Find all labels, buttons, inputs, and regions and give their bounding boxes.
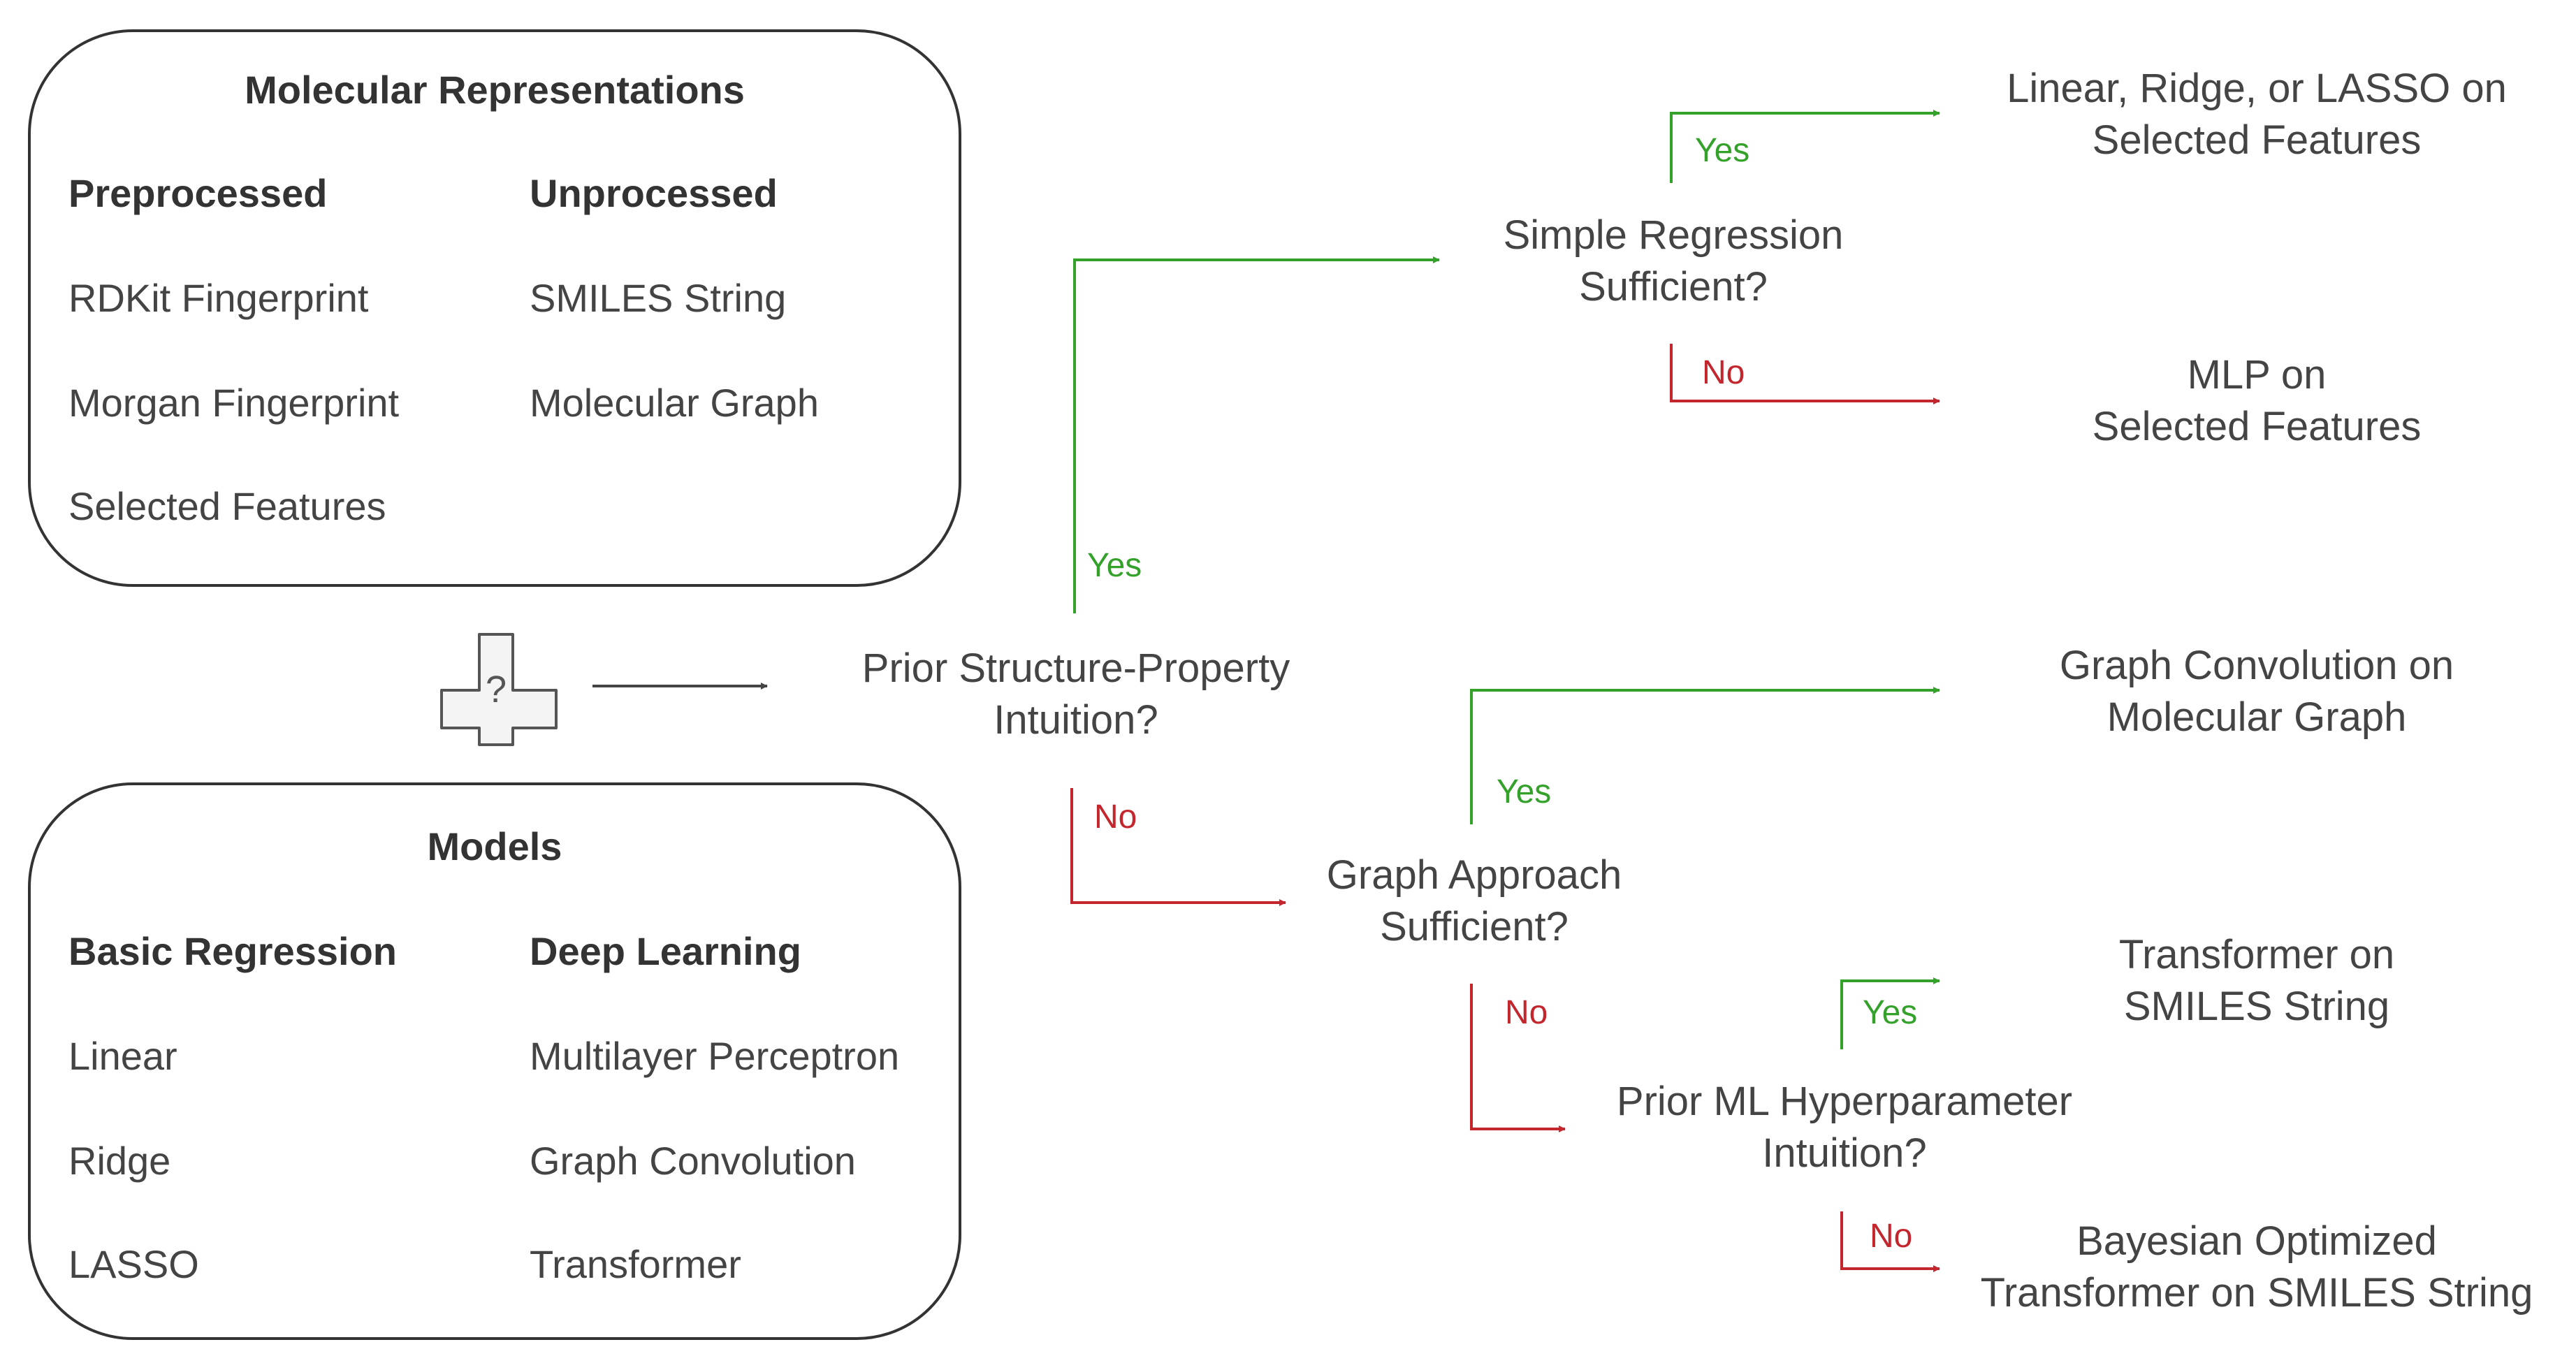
representations-title: Molecular Representations (245, 68, 745, 112)
outcome-line: Graph Convolution on (2059, 643, 2454, 688)
decision-prior-structure: Prior Structure-Property Intuition? (796, 643, 1355, 746)
outcome-transformer: Transformer on SMILES String (1949, 929, 2564, 1033)
decision-line: Sufficient? (1579, 264, 1768, 309)
arrow-graph-approach-no (1470, 984, 1566, 1132)
models-panel (28, 782, 961, 1340)
combine-plus-icon (440, 633, 558, 746)
edge-label-no: No (1702, 354, 1745, 391)
outcome-line: SMILES String (2123, 984, 2390, 1029)
representation-item: Morgan Fingerprint (68, 381, 400, 425)
outcome-line: Selected Features (2092, 117, 2422, 163)
outcome-line: Bayesian Optimized (2076, 1218, 2437, 1264)
preprocessed-heading: Preprocessed (68, 171, 328, 215)
arrow-simple-regression-no (1670, 344, 1940, 404)
arrow-prior-structure-no (1070, 788, 1286, 906)
outcome-line: Transformer on SMILES String (1980, 1270, 2533, 1315)
decision-prior-ml: Prior ML Hyperparameter Intuition? (1565, 1076, 2124, 1179)
representation-item: Selected Features (68, 484, 386, 528)
decision-line: Intuition? (1762, 1130, 1927, 1176)
representations-panel (28, 29, 961, 587)
outcome-line: Linear, Ridge, or LASSO on (2007, 66, 2507, 111)
edge-label-yes: Yes (1863, 994, 1918, 1031)
outcome-graph-convolution: Graph Convolution on Molecular Graph (1949, 640, 2564, 743)
decision-line: Prior Structure-Property (861, 646, 1290, 691)
outcome-line: Molecular Graph (2106, 694, 2407, 740)
arrow-simple-regression-yes (1670, 110, 1940, 183)
arrow-graph-approach-yes (1470, 687, 1940, 824)
unprocessed-heading: Unprocessed (530, 171, 778, 215)
decision-line: Intuition? (994, 697, 1158, 743)
arrow-prior-ml-yes (1840, 977, 1940, 1049)
edge-label-yes: Yes (1497, 773, 1552, 810)
edge-label-no: No (1505, 994, 1548, 1031)
outcome-bayesian-transformer: Bayesian Optimized Transformer on SMILES… (1949, 1216, 2564, 1319)
decision-line: Sufficient? (1380, 904, 1569, 949)
outcome-line: Transformer on (2118, 932, 2395, 977)
model-item: Linear (68, 1034, 177, 1078)
outcome-line: Selected Features (2092, 404, 2422, 449)
edge-label-no: No (1094, 799, 1137, 836)
arrow-prior-structure-yes (1073, 256, 1440, 613)
representation-item: Molecular Graph (530, 381, 819, 425)
model-item: LASSO (68, 1242, 199, 1286)
outcome-linear-ridge-lasso: Linear, Ridge, or LASSO on Selected Feat… (1949, 63, 2564, 166)
models-title: Models (427, 824, 562, 868)
outcome-mlp: MLP on Selected Features (1949, 349, 2564, 453)
arrow-prior-ml-no (1840, 1211, 1940, 1272)
edge-label-yes: Yes (1087, 547, 1142, 584)
edge-label-yes: Yes (1695, 132, 1750, 169)
decision-line: Simple Regression (1503, 212, 1844, 258)
representation-item: SMILES String (530, 276, 787, 320)
model-item: Multilayer Perceptron (530, 1034, 900, 1078)
model-item: Ridge (68, 1139, 171, 1183)
edge-label-no: No (1870, 1218, 1913, 1255)
model-item: Graph Convolution (530, 1139, 856, 1183)
deep-learning-heading: Deep Learning (530, 929, 801, 973)
model-item: Transformer (530, 1242, 741, 1286)
decision-line: Graph Approach (1326, 852, 1622, 898)
decision-simple-regression: Simple Regression Sufficient? (1418, 210, 1928, 313)
combine-question-mark: ? (485, 669, 507, 710)
representation-item: RDKit Fingerprint (68, 276, 369, 320)
basic-regression-heading: Basic Regression (68, 929, 397, 973)
outcome-line: MLP on (2187, 352, 2327, 398)
decision-graph-approach: Graph Approach Sufficient? (1237, 850, 1712, 953)
decision-line: Prior ML Hyperparameter (1616, 1079, 2073, 1124)
